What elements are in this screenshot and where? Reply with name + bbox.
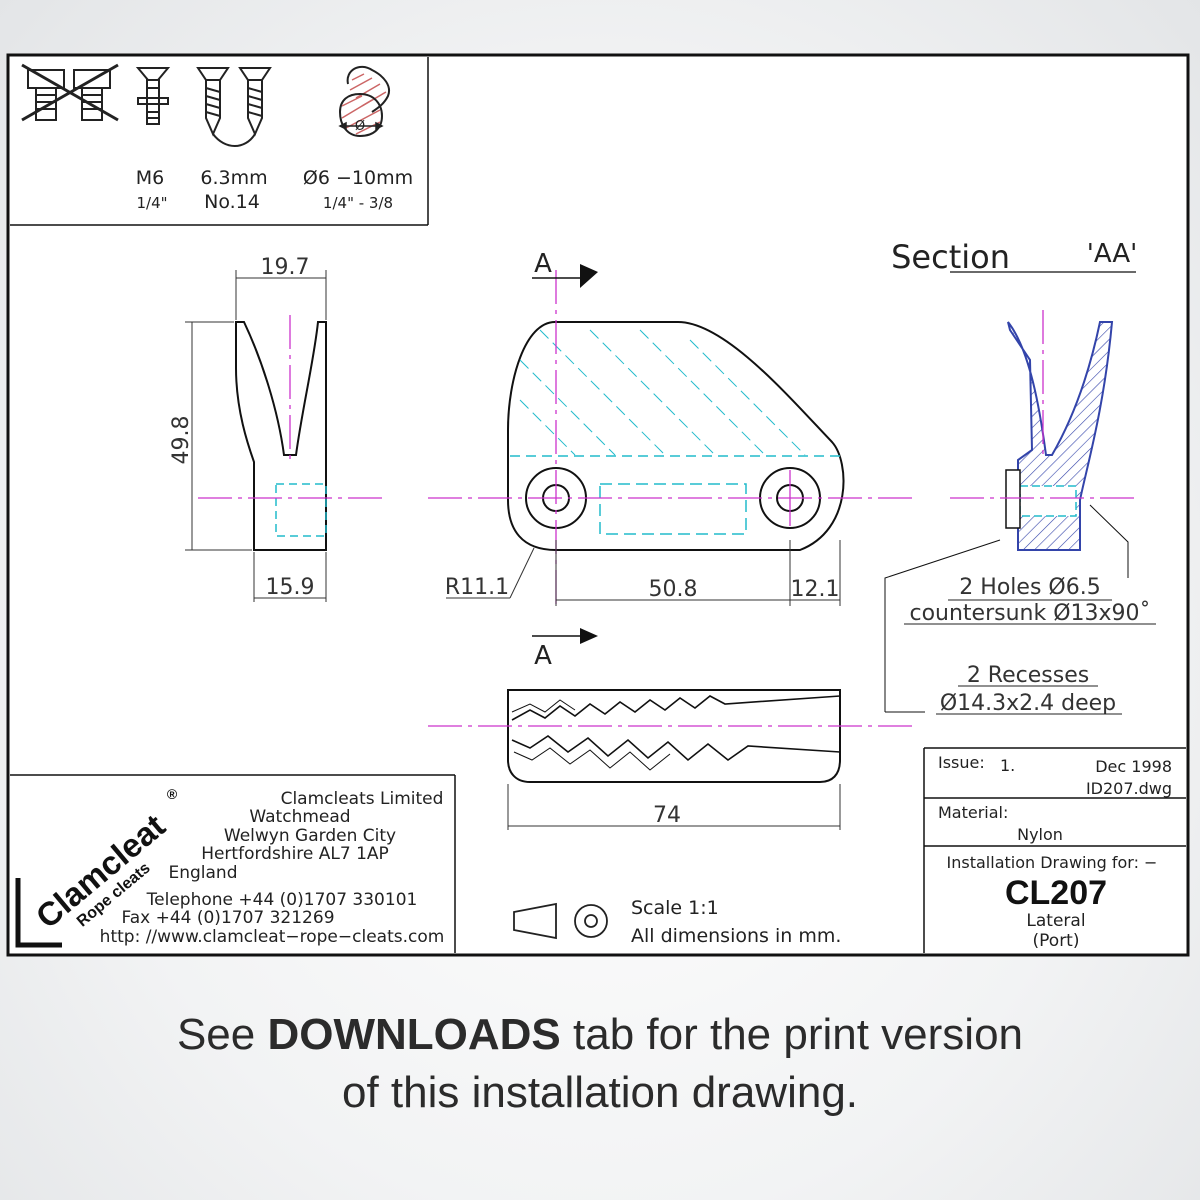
part-number: CL207 [1005, 874, 1107, 912]
recess-note-line1: 2 Recesses [967, 663, 1089, 688]
section-aa-view [884, 310, 1135, 713]
screw-size: 6.3mm [200, 167, 267, 189]
company-address-3: Hertfordshire AL7 1AP [201, 844, 389, 864]
downloads-tab-link[interactable]: DOWNLOADS [267, 1010, 561, 1059]
rope-range-imperial: 1/4" - 3/8 [323, 194, 393, 212]
company-website: http: //www.clamcleat−rope−cleats.com [100, 927, 445, 947]
issue-label: Issue: [938, 753, 985, 772]
caption-post: tab for the print version [560, 1010, 1024, 1059]
wood-screw-icon [196, 67, 272, 147]
machine-screw-icon [135, 67, 171, 125]
section-title-id: 'AA' [1087, 239, 1138, 269]
company-name: Clamcleats Limited [281, 789, 444, 809]
company-address-4: England [168, 863, 237, 883]
dim-height: 49.8 [169, 416, 194, 465]
bolt-size: M6 [136, 167, 164, 189]
variant-line2: (Port) [1033, 931, 1080, 951]
section-marker-bottom: A [534, 641, 552, 671]
projection-symbol-icon [513, 902, 608, 940]
rope-icon [338, 65, 390, 138]
crossed-bolt-icon [21, 63, 119, 122]
dim-width-bottom: 15.9 [266, 575, 315, 600]
plan-view [428, 264, 912, 644]
holes-note-line2: countersunk Ø13x90˚ [909, 601, 1150, 626]
drawing-file: ID207.dwg [1086, 779, 1172, 798]
caption-line1: See DOWNLOADS tab for the print version [0, 1010, 1200, 1060]
section-title-prefix: Section [891, 238, 1010, 276]
company-fax: Fax +44 (0)1707 321269 [121, 908, 334, 928]
rope-range: Ø6 −10mm [303, 167, 413, 189]
material-label: Material: [938, 803, 1008, 822]
scale-text: Scale 1:1 [631, 897, 719, 919]
company-telephone: Telephone +44 (0)1707 330101 [146, 890, 418, 910]
section-marker-top: A [534, 249, 552, 279]
caption-line2: of this installation drawing. [341, 1068, 859, 1117]
dim-length: 74 [653, 803, 681, 828]
holes-note-line1: 2 Holes Ø6.5 [959, 575, 1100, 600]
dim-radius: R11.1 [445, 575, 509, 600]
rope-diameter-symbol: Ø [355, 119, 365, 134]
variant-line1: Lateral [1026, 911, 1085, 931]
bolt-size-imperial: 1/4" [136, 194, 167, 212]
drawing-date: Dec 1998 [1095, 757, 1172, 776]
dim-end-offset: 12.1 [791, 577, 840, 602]
material-value: Nylon [1017, 825, 1063, 844]
side-view [428, 689, 912, 830]
issue-value: 1. [1000, 756, 1015, 775]
company-address-1: Watchmead [249, 807, 350, 827]
registered-mark: ® [167, 786, 178, 802]
units-text: All dimensions in mm. [631, 925, 841, 947]
recess-note-line2: Ø14.3x2.4 deep [940, 691, 1116, 716]
dim-width-top: 19.7 [261, 255, 310, 280]
sheet-frame [6, 53, 1190, 957]
screw-number: No.14 [204, 191, 260, 213]
caption-pre: See [176, 1010, 268, 1059]
title-block [923, 747, 1186, 953]
company-address-2: Welwyn Garden City [224, 826, 396, 846]
dim-hole-spacing: 50.8 [649, 577, 698, 602]
installation-label: Installation Drawing for: − [947, 853, 1158, 872]
end-view [185, 270, 385, 602]
